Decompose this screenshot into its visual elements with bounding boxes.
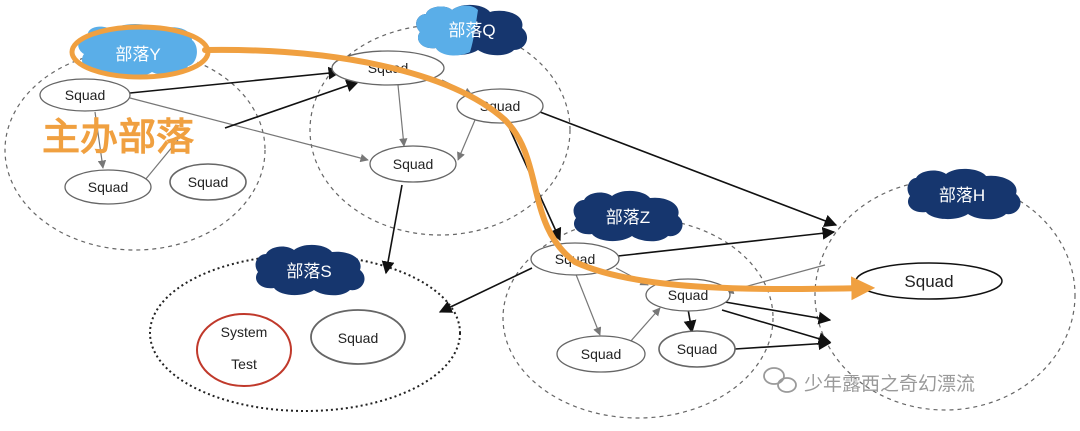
squad-label: Squad — [338, 330, 378, 346]
squad-label: Squad — [677, 341, 717, 357]
tribe-z-tag: 部落Z — [573, 190, 683, 242]
tribe-s-tag: 部落S — [255, 244, 365, 296]
watermark-text: 少年露西之奇幻漂流 — [804, 373, 975, 395]
edge-q-right-to-q-mid — [457, 119, 476, 161]
squad-label: Squad — [88, 179, 128, 195]
squad-node: Squad — [310, 309, 406, 365]
tribe-q-tag: 部落Q — [416, 4, 528, 56]
squad-label: Squad — [581, 346, 621, 362]
edge-z-mid-to-z-low — [683, 308, 697, 334]
squad-node: Squad — [39, 78, 131, 112]
squad-node: Squad — [64, 169, 152, 205]
tribe-y-label: 部落Y — [115, 45, 160, 64]
edge-y-top-to-y-bottom — [94, 111, 107, 169]
edge-q-top-to-q-mid — [397, 84, 408, 147]
tribe-s-boundary — [149, 254, 461, 412]
squad-label: Squad — [188, 174, 228, 190]
edge-z-top-to-h — [617, 226, 836, 257]
squad-label: Squad — [904, 272, 953, 291]
edge-y-host-to-q-top — [224, 79, 360, 129]
edge-q-mid-to-s — [381, 184, 403, 275]
edge-y-top-to-q-mid — [129, 97, 369, 163]
squad-label: Squad — [668, 287, 708, 303]
squad-node: Squad — [169, 163, 247, 201]
system-test-line1: System — [221, 324, 268, 340]
squad-node: Squad — [658, 330, 736, 368]
highlight-path — [202, 46, 876, 301]
host-tribe-label: 主办部落 — [42, 117, 195, 159]
watermark: 少年露西之奇幻漂流 — [763, 367, 975, 395]
edge-z-low-to-h — [734, 337, 832, 351]
tribe-y-boundary — [4, 49, 266, 251]
edge-y-to-q-top — [129, 66, 342, 94]
edge-z-bottom-to-z-mid — [629, 307, 661, 343]
tribe-q-label: 部落Q — [448, 21, 495, 40]
edge-z-to-s — [438, 267, 533, 313]
edge-q-right-to-h — [539, 111, 838, 227]
edge-z-top-to-z-bottom — [574, 271, 602, 336]
dependency-edges — [129, 66, 838, 351]
tribe-h-tag: 部落H — [907, 168, 1021, 220]
system-test-node: System Test — [196, 313, 292, 387]
edge-y-bottom-to-y-top — [144, 139, 179, 181]
tribe-z-label: 部落Z — [606, 208, 650, 227]
wechat-icon — [763, 367, 797, 393]
edge-z-mid-to-h-b — [721, 309, 832, 345]
tribe-h-label: 部落H — [939, 186, 985, 205]
tribe-z-boundary — [502, 217, 774, 419]
squad-node: Squad — [369, 145, 457, 183]
squad-label: Squad — [65, 87, 105, 103]
tribe-s-label: 部落S — [286, 262, 331, 281]
squad-nodes: Squad Squad Squad Squad Squad Squad Squa… — [39, 50, 1003, 373]
system-test-line2: Test — [231, 356, 257, 372]
squad-label: Squad — [393, 156, 433, 172]
squad-node: Squad — [556, 335, 646, 373]
tribe-y-tag: 部落Y — [69, 24, 211, 80]
squad-node-target: Squad — [855, 262, 1003, 300]
edge-z-mid-to-h-a — [724, 301, 832, 325]
